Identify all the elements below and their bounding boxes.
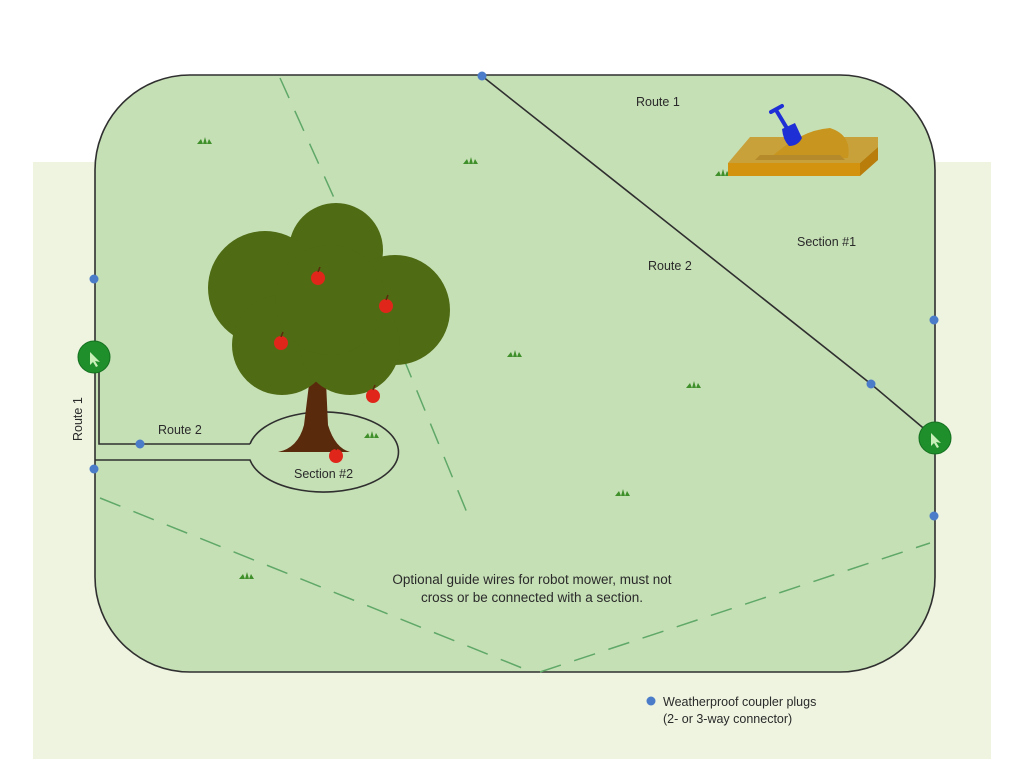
- charging-station-icon: [90, 352, 100, 367]
- route-2-diagonal-label: Route 2: [648, 259, 692, 273]
- grass-tuft-icon: [197, 137, 212, 144]
- coupler-plug-icon: [646, 696, 656, 706]
- coupler-plug-icon: [89, 274, 99, 284]
- shovel-icon: [769, 104, 802, 146]
- coupler-plug-icon: [89, 464, 99, 474]
- apple-icon: [311, 266, 325, 285]
- legend-line-1: Weatherproof coupler plugs: [663, 695, 816, 709]
- route-1-top-label: Route 1: [636, 95, 680, 109]
- charging-station-icon: [931, 433, 941, 448]
- guide-wire-note-line-1: Optional guide wires for robot mower, mu…: [392, 572, 671, 587]
- guide-wire-bottom-left: [99, 497, 533, 673]
- section-1-label: Section #1: [797, 235, 856, 249]
- apple-tree-icon: [208, 203, 450, 463]
- tree-trunk: [278, 360, 350, 452]
- grass-tuft-icon: [239, 572, 254, 579]
- apple-icon: [366, 384, 380, 403]
- section-2-label: Section #2: [294, 467, 353, 481]
- charging-station-right: [918, 421, 952, 455]
- grass-tuft-icon: [364, 431, 379, 438]
- coupler-plug-icon: [929, 315, 939, 325]
- grass-tuft-icon: [463, 157, 478, 164]
- grass-tufts: [197, 137, 859, 579]
- coupler-plug-icon: [477, 71, 487, 81]
- coupler-plugs: [89, 71, 939, 521]
- legend: Weatherproof coupler plugs (2- or 3-way …: [646, 695, 816, 726]
- guide-wire-top: [279, 77, 336, 201]
- apples: [274, 266, 393, 463]
- grass-tuft-icon: [686, 381, 701, 388]
- apple-icon: [329, 444, 343, 463]
- guide-wire-note-line-2: cross or be connected with a section.: [421, 590, 643, 605]
- grass-tuft-icon: [507, 350, 522, 357]
- route-1-side-label: Route 1: [71, 397, 85, 441]
- legend-line-2: (2- or 3-way connector): [663, 712, 792, 726]
- route-2-left-wire: [98, 360, 250, 445]
- sandbox-icon: [728, 104, 878, 176]
- apple-icon: [379, 294, 393, 313]
- charging-station-left: [77, 340, 111, 374]
- grass-tuft-icon: [615, 489, 630, 496]
- coupler-plug-icon: [929, 511, 939, 521]
- section-2-loop: [95, 411, 400, 493]
- route-2-left-label: Route 2: [158, 423, 202, 437]
- coupler-plug-icon: [135, 439, 145, 449]
- guide-wire-bottom-right: [539, 542, 931, 673]
- guide-wire-middle: [402, 356, 471, 521]
- grass-tuft-icon: [715, 169, 730, 176]
- apple-icon: [274, 331, 288, 350]
- coupler-plug-icon: [866, 379, 876, 389]
- guide-wires: [99, 77, 931, 673]
